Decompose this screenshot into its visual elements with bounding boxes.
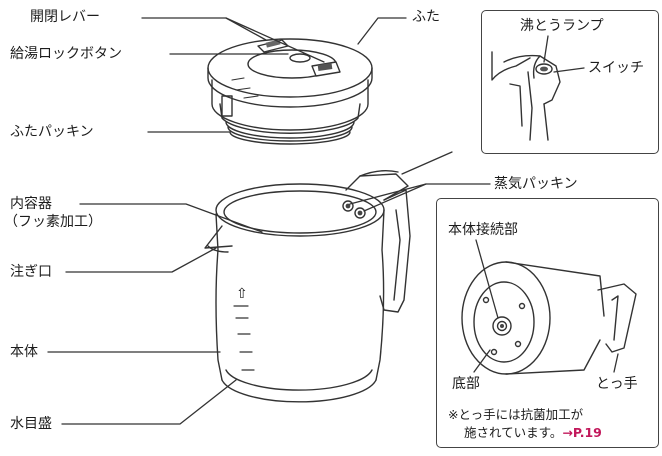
label-body: 本体 [10,344,38,360]
label-lid-packing: ふたパッキン [10,124,94,140]
note-line-2: 施されています。→P.19 [464,424,602,441]
label-body-connector: 本体接続部 [448,222,518,238]
label-spout: 注ぎ口 [10,264,52,280]
note-line-1: ※とっ手には抗菌加工が [448,406,583,423]
label-boil-lamp: 沸とうランプ [520,18,604,34]
label-inner-container-coating: （フッ素加工） [4,214,102,230]
label-water-gauge: 水目盛 [10,416,52,432]
note-line-2-text: 施されています。 [464,425,562,440]
label-handle: とっ手 [596,376,638,392]
label-switch: スイッチ [588,60,644,76]
lid-illustration [208,39,372,144]
bottom-detail-illustration [462,262,636,374]
page-reference-link[interactable]: →P.19 [562,425,601,440]
label-inner-container: 内容器 [10,196,52,212]
label-bottom: 底部 [452,376,480,392]
label-lever: 開閉レバー [30,9,100,25]
switch-detail-illustration [492,52,560,140]
svg-text:⇧: ⇧ [236,286,248,302]
label-lid: ふた [412,9,440,25]
label-lock-button: 給湯ロックボタン [10,46,122,62]
label-steam-packing: 蒸気パッキン [494,176,578,192]
kettle-illustration: ⇧ [205,171,410,402]
